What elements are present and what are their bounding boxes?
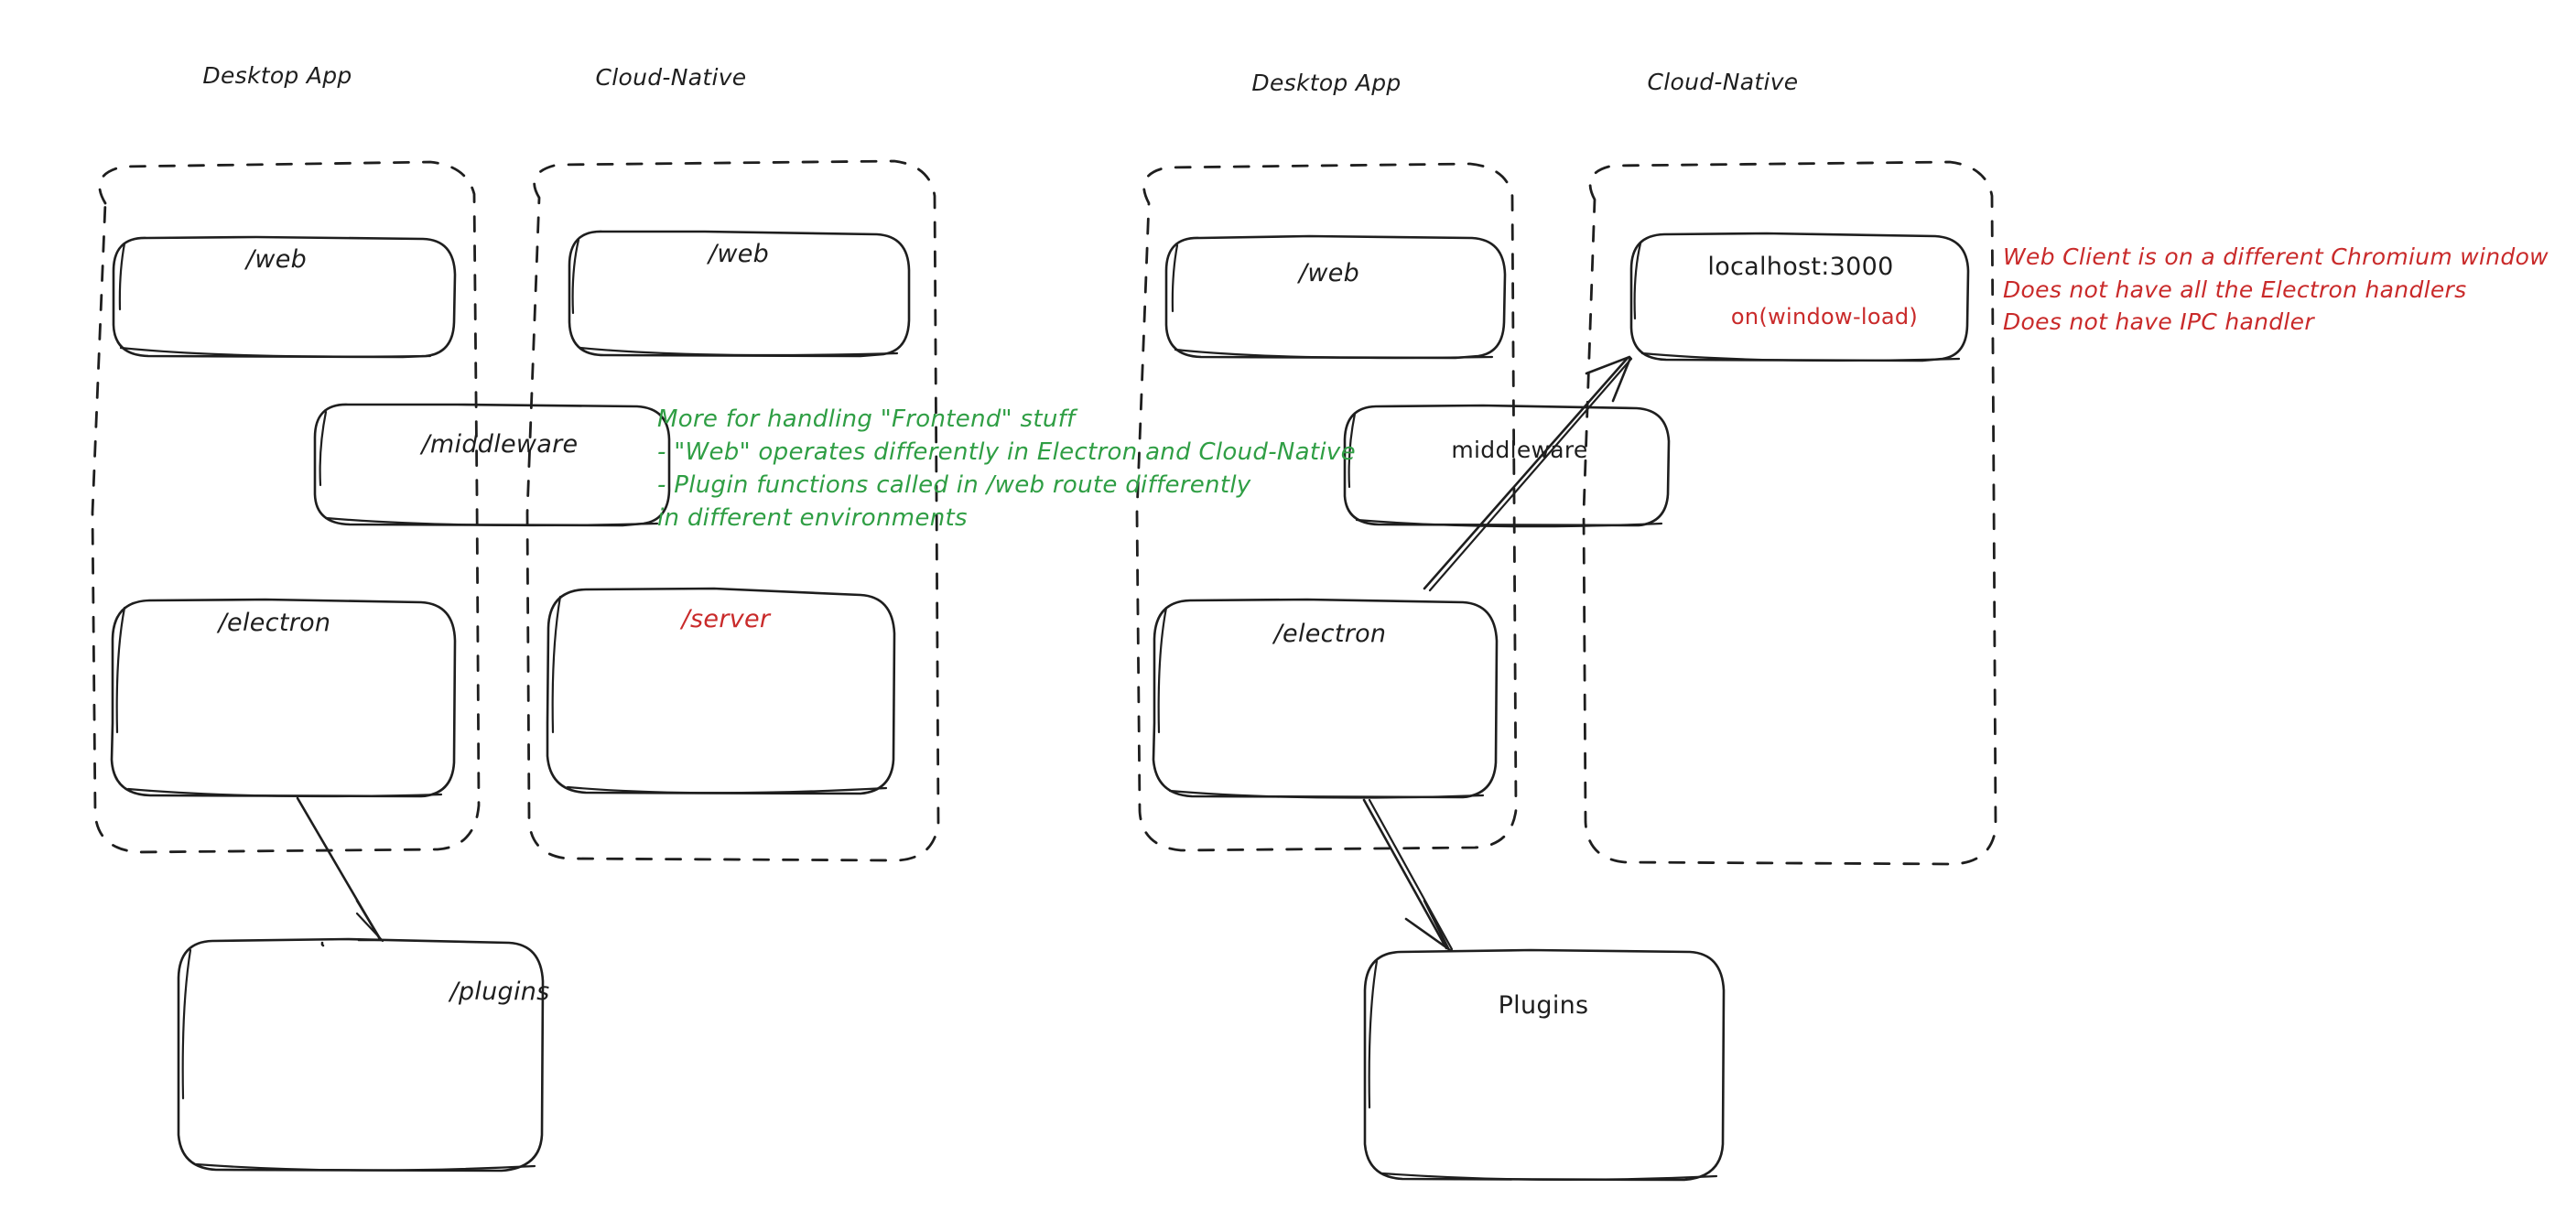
group-border-cloud-native-left — [525, 159, 940, 862]
arrow-head2-electron-to-plugins-left — [355, 912, 384, 943]
node-border-web-desktop-left-sketch — [118, 242, 432, 358]
group-title-desktop-app-left: Desktop App — [202, 62, 352, 89]
node-border-plugins-right — [1363, 948, 1726, 1182]
group-border-desktop-app-left — [91, 160, 481, 854]
arrow-head-electron-to-plugins-right — [1404, 899, 1452, 952]
group-title-cloud-native-left: Cloud-Native — [595, 64, 747, 91]
node-border-web-desktop-right — [1164, 234, 1507, 360]
node-label-plugins-left: /plugins — [449, 978, 550, 1006]
group-title-desktop-app-right: Desktop App — [1251, 70, 1402, 96]
node-label-electron-right: /electron — [1273, 620, 1387, 648]
node-label-middleware-left: /middleware — [421, 430, 579, 459]
node-label-web-desktop-right: /web — [1298, 259, 1360, 287]
node-border-middleware-right-sketch — [1348, 412, 1663, 528]
node-label-web-desktop-left: /web — [245, 245, 308, 274]
node-border-plugins-left-main — [177, 937, 545, 1173]
node-border-electron-left-sketch — [115, 606, 443, 798]
node-border-electron-right-sketch — [1157, 606, 1485, 799]
node-border-web-desktop-right-sketch — [1171, 243, 1494, 360]
arrow-electron-to-plugins-right-2 — [1368, 798, 1454, 951]
node-border-plugins-right-sketch — [1368, 959, 1718, 1181]
node-label-plugins-right: Plugins — [1498, 991, 1589, 1020]
node-border-plugins-left-sketch — [181, 948, 536, 1172]
node-border-plugins-left — [320, 941, 325, 947]
group-border-desktop-app-right — [1135, 162, 1518, 852]
node-border-middleware-left-sketch — [319, 410, 659, 527]
group-border-cloud-native-right — [1582, 160, 1997, 866]
arrow-electron-to-localhost-right-2 — [1428, 357, 1633, 592]
annotation-red-web-client: Web Client is on a different Chromium wi… — [2003, 243, 2549, 335]
arrow-electron-to-plugins-right — [1362, 798, 1448, 950]
node-border-web-cloud-left — [568, 230, 911, 358]
node-sublabel-on-window-load: on(window-load) — [1730, 304, 1919, 330]
node-border-middleware-left — [313, 403, 671, 527]
arrow-electron-to-localhost-right — [1423, 356, 1629, 590]
node-label-localhost-right: localhost:3000 — [1707, 253, 1894, 281]
node-border-web-cloud-left-sketch — [571, 238, 899, 357]
node-label-server-left: /server — [681, 605, 771, 633]
node-label-middleware-right: middleware — [1451, 437, 1588, 463]
annotation-green-frontend: More for handling "Frontend" stuff - "We… — [657, 405, 1356, 532]
node-border-middleware-right — [1343, 404, 1671, 527]
node-border-localhost-right-sketch — [1633, 242, 1961, 362]
node-label-electron-left: /electron — [218, 609, 331, 637]
arrow-head-electron-to-localhost-right — [1585, 355, 1632, 403]
node-border-server-left-sketch — [551, 595, 888, 794]
node-label-web-cloud-left: /web — [708, 240, 770, 268]
group-title-cloud-native-right: Cloud-Native — [1647, 69, 1799, 95]
